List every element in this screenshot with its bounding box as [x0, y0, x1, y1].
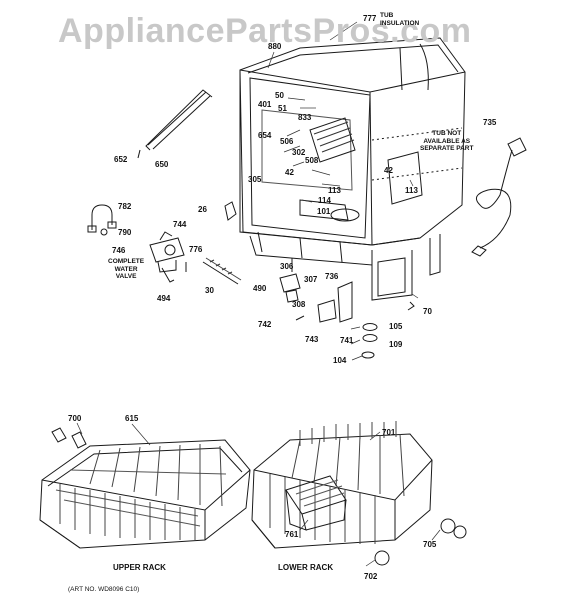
note-tub-insulation: TUB INSULATION [380, 12, 419, 27]
art-number: (ART NO. WD8096 C10) [68, 586, 140, 593]
inlet-hose [88, 205, 116, 232]
part-label: 744 [173, 220, 187, 229]
part-label: 705 [423, 540, 437, 549]
part-label: 702 [364, 572, 378, 581]
part-label: 746 [112, 246, 126, 255]
part-label: 741 [340, 336, 354, 345]
part-label: 494 [157, 294, 171, 303]
note-line: VALVE [115, 273, 137, 280]
part-label: 508 [305, 156, 319, 165]
part-label: 401 [258, 100, 272, 109]
part-label: 307 [304, 275, 318, 284]
part-label: 700 [68, 414, 82, 423]
watermark: AppliancePartsPros.com [58, 12, 472, 50]
part-label: 104 [333, 356, 347, 365]
part-label: 302 [292, 148, 306, 157]
part-label: 782 [118, 202, 132, 211]
part-label: 113 [328, 186, 341, 195]
power-cord [472, 138, 526, 256]
part-label: 833 [298, 113, 312, 122]
part-label: 51 [278, 104, 287, 113]
upper-rack-label: UPPER RACK [113, 563, 166, 572]
part-105 [363, 324, 377, 331]
part-label: 506 [280, 137, 294, 146]
part-label: 50 [275, 91, 284, 100]
part-308 [286, 290, 298, 302]
part-label: 615 [125, 414, 139, 423]
lower-rack [252, 421, 466, 565]
part-label: 776 [189, 245, 203, 254]
part-label: 113 [405, 186, 418, 195]
part-label: 114 [318, 196, 331, 205]
dishwasher-tub [240, 38, 465, 300]
leader-lines [77, 22, 440, 566]
upper-rack [40, 428, 250, 548]
note-line: AVAILABLE AS [423, 137, 471, 145]
part-label: 736 [325, 272, 339, 281]
door-gasket [146, 90, 212, 150]
part-label: 790 [118, 228, 132, 237]
part-790 [101, 229, 107, 235]
part-741 [338, 282, 352, 322]
note-line: TUB [380, 12, 394, 19]
note-line: COMPLETE [108, 258, 145, 265]
part-label: 490 [253, 284, 267, 293]
part-307 [280, 274, 300, 292]
part-label: 742 [258, 320, 272, 329]
part-label: 652 [114, 155, 128, 164]
part-label: 654 [258, 131, 272, 140]
part-label: 735 [483, 118, 497, 127]
note-tub-not-available: TUB NOT AVAILABLE AS SEPARATE PART [420, 130, 473, 153]
part-label: 105 [389, 322, 403, 331]
part-109 [363, 335, 377, 342]
part-label: 650 [155, 160, 169, 169]
note-line: TUB NOT [432, 130, 462, 137]
part-743 [318, 300, 336, 322]
part-742 [296, 316, 304, 320]
part-label: 306 [280, 262, 294, 271]
part-label: 42 [285, 168, 294, 177]
note-line: INSULATION [380, 19, 420, 27]
part-652 [138, 150, 140, 158]
lower-rack-label: LOWER RACK [278, 563, 334, 572]
part-label: 777 [363, 14, 377, 23]
part-label: 305 [248, 175, 262, 184]
part-label: 761 [285, 530, 299, 539]
part-label: 42 [384, 166, 393, 175]
part-70 [408, 302, 414, 310]
part-label: 30 [205, 286, 214, 295]
part-label: 743 [305, 335, 319, 344]
note-line: WATER [114, 265, 138, 273]
part-label: 26 [198, 205, 207, 214]
part-label: 880 [268, 42, 282, 51]
part-30 [203, 258, 241, 284]
note-complete-water-valve: COMPLETE WATER VALVE [108, 258, 144, 281]
note-line: SEPARATE PART [420, 145, 474, 152]
part-104 [362, 352, 374, 358]
water-valve [150, 232, 184, 282]
part-26 [225, 202, 236, 220]
part-label: 308 [292, 300, 306, 309]
part-label: 70 [423, 307, 432, 316]
part-label: 701 [382, 428, 396, 437]
part-label: 101 [317, 207, 331, 216]
part-label: 109 [389, 340, 403, 349]
